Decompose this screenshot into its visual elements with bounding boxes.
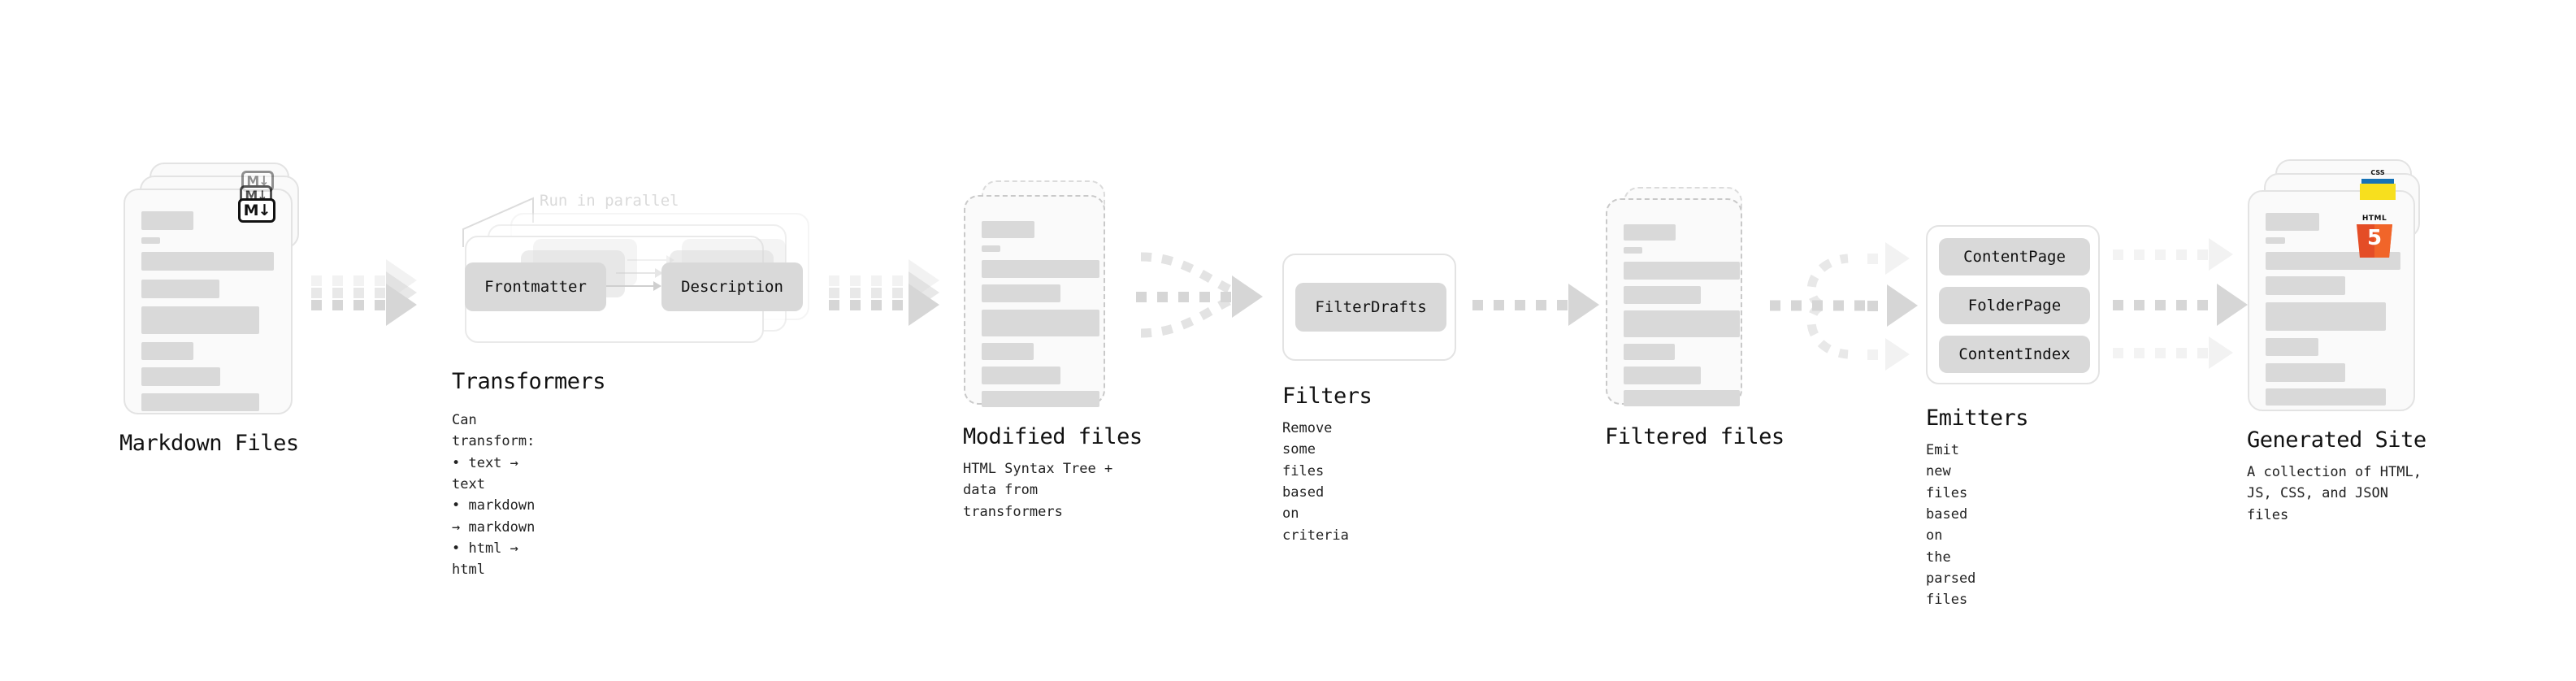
skeleton-bar (982, 260, 1099, 278)
chip-folderpage[interactable]: FolderPage (1939, 287, 2090, 324)
stage-markdown-files: M↓ M↓ M↓ Markdown Files (119, 163, 310, 456)
stage-title-markdown-files: Markdown Files (119, 431, 299, 456)
skeleton-bar (2266, 276, 2345, 295)
filtered-card-front (1606, 198, 1742, 406)
skeleton-bar (982, 221, 1034, 238)
css-badge: CSS (2361, 170, 2394, 184)
stage-generated-site: CSS HTML 5 Generated Si (2247, 159, 2435, 523)
skeleton-bar (1624, 247, 1642, 254)
chip-contentpage-label: ContentPage (1963, 248, 2066, 266)
stage-filtered-files: Filtered files (1605, 187, 1785, 449)
markdown-badge-front: M↓ (238, 198, 275, 223)
chip-contentindex-label: ContentIndex (1958, 345, 2071, 363)
skeleton-bar (982, 310, 1099, 336)
stage-subtitle-modified-files: HTML Syntax Tree + data from transformer… (963, 461, 1113, 520)
modified-card-front (964, 195, 1105, 407)
skeleton-bar (2266, 237, 2285, 244)
site-card-front (2248, 190, 2415, 411)
stage-title-filtered-files: Filtered files (1605, 424, 1785, 449)
skeleton-bar (141, 280, 219, 298)
markdown-card-front (124, 189, 293, 414)
split-curves (1770, 237, 1924, 374)
chip-contentpage[interactable]: ContentPage (1939, 238, 2090, 275)
chip-contentindex[interactable]: ContentIndex (1939, 336, 2090, 373)
chip-filterdrafts[interactable]: FilterDrafts (1295, 283, 1446, 332)
skeleton-bar (141, 252, 274, 271)
markdown-file-stack: M↓ M↓ M↓ (124, 163, 310, 431)
run-in-parallel-label: Run in parallel (540, 192, 679, 210)
skeleton-bar (2266, 213, 2319, 231)
stage-title-emitters: Emitters (1926, 406, 2029, 431)
chip-frontmatter[interactable]: Frontmatter (465, 262, 606, 311)
html5-badge-word: HTML (2361, 215, 2387, 223)
stage-subtitle-emitters: Emit new files based on the parsed files (1926, 442, 1976, 609)
skeleton-bar (2266, 338, 2318, 356)
skeleton-bar (141, 211, 193, 230)
js-badge (2360, 184, 2396, 200)
chip-description[interactable]: Description (661, 262, 803, 311)
stage-title-transformers: Transformers (452, 369, 606, 394)
stage-modified-files: Modified files HTML Syntax Tree + data f… (963, 180, 1143, 520)
css-badge-bar (2361, 179, 2394, 184)
skeleton-bar (982, 391, 1099, 407)
chip-folderpage-label: FolderPage (1967, 297, 2062, 314)
run-in-parallel-bracket (462, 192, 665, 249)
stage-title-modified-files: Modified files (963, 424, 1143, 449)
skeleton-bar (982, 367, 1060, 384)
stage-title-filters: Filters (1282, 384, 1373, 409)
skeleton-bar (1624, 390, 1740, 406)
chip-frontmatter-label: Frontmatter (484, 278, 587, 296)
chip-filterdrafts-label: FilterDrafts (1315, 298, 1427, 316)
skeleton-bar (2266, 363, 2345, 382)
emitters-box: ContentPage FolderPage ContentIndex (1926, 225, 2100, 384)
skeleton-bar (141, 237, 160, 244)
skeleton-bar (1624, 262, 1740, 280)
skeleton-bar (141, 393, 259, 411)
stage-title-generated-site: Generated Site (2247, 427, 2426, 453)
skeleton-bar (1624, 344, 1675, 360)
skeleton-bar (141, 306, 259, 334)
skeleton-bar (982, 343, 1034, 360)
generated-site-stack: CSS HTML 5 (2248, 159, 2435, 427)
skeleton-bar (982, 245, 1000, 252)
html5-badge-shield-inner (2374, 224, 2392, 258)
html5-badge: HTML 5 (2356, 215, 2393, 258)
stage-subtitle-filters: Remove some files based on criteria (1282, 420, 1349, 544)
chip-description-label: Description (681, 278, 783, 296)
skeleton-bar (1624, 310, 1740, 337)
skeleton-bar (2266, 302, 2386, 331)
skeleton-bar (1624, 224, 1676, 241)
css-badge-label: CSS (2370, 169, 2385, 176)
stage-subtitle-generated-site: A collection of HTML, JS, CSS, and JSON … (2247, 464, 2422, 523)
skeleton-bar (982, 284, 1060, 302)
skeleton-bar (2266, 388, 2386, 406)
html5-badge-digit: 5 (2366, 226, 2383, 250)
stage-subtitle-transformers: Can transform: • text → text • markdown … (452, 412, 536, 579)
skeleton-bar (141, 342, 193, 360)
skeleton-bar (1624, 367, 1701, 384)
skeleton-bar (1624, 286, 1701, 304)
modified-file-stack (964, 180, 1143, 432)
filtered-file-stack (1606, 187, 1776, 431)
skeleton-bar (141, 367, 220, 386)
filters-box: FilterDrafts (1282, 254, 1456, 361)
